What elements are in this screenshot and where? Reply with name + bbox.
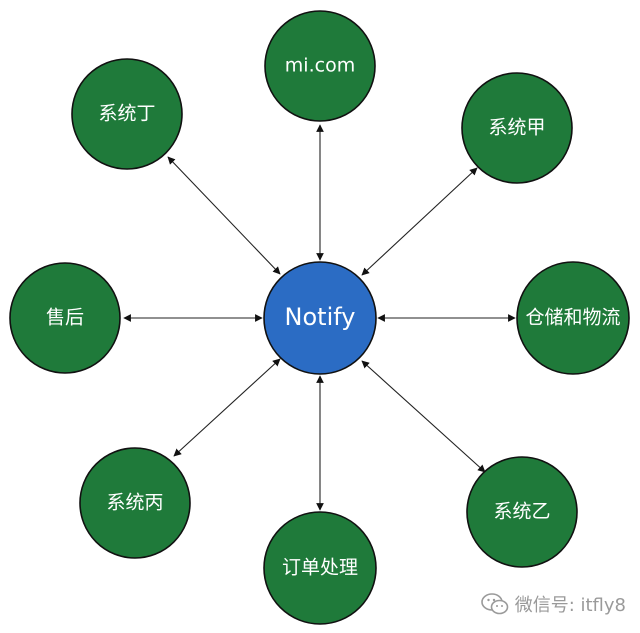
wechat-icon xyxy=(480,593,509,615)
node-warehouse-logistics-label: 仓储和物流 xyxy=(525,307,620,329)
node-system-bing-label: 系统丙 xyxy=(106,492,163,514)
node-warehouse-logistics: 仓储和物流 xyxy=(516,261,630,375)
edge-hub-ding xyxy=(167,156,281,275)
node-notify: Notify xyxy=(263,261,377,375)
edge-hub-yi xyxy=(361,360,486,473)
edge-hub-bing xyxy=(173,358,281,457)
node-notify-label: Notify xyxy=(285,303,356,331)
node-after-sales: 售后 xyxy=(9,262,121,374)
watermark: 微信号: itfly8 xyxy=(480,591,626,617)
node-after-sales-label: 售后 xyxy=(46,307,84,329)
node-system-ding: 系统丁 xyxy=(71,58,183,170)
edge-hub-jia xyxy=(361,167,478,276)
node-mi-com: mi.com xyxy=(264,10,376,122)
node-system-ding-label: 系统丁 xyxy=(98,103,155,125)
node-system-bing: 系统丙 xyxy=(79,447,191,559)
node-system-jia-label: 系统甲 xyxy=(488,117,545,139)
node-order-processing: 订单处理 xyxy=(263,511,377,625)
watermark-text: 微信号: itfly8 xyxy=(514,595,626,616)
node-system-yi: 系统乙 xyxy=(466,456,578,568)
node-mi-com-label: mi.com xyxy=(285,55,355,77)
node-order-processing-label: 订单处理 xyxy=(282,557,358,579)
node-system-jia: 系统甲 xyxy=(461,72,573,184)
node-system-yi-label: 系统乙 xyxy=(493,501,550,523)
